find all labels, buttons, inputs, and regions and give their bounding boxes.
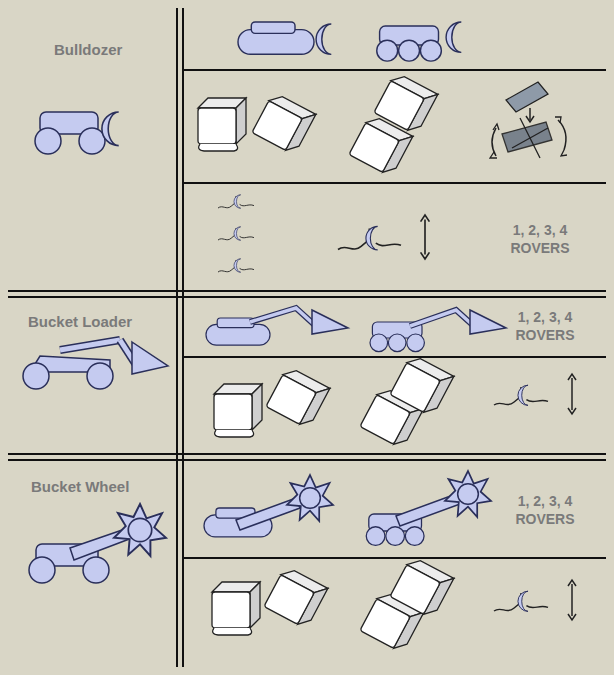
rover-count: 1, 2, 3, 4 ROVERS	[505, 493, 585, 528]
row-title: Bucket Loader	[28, 313, 132, 332]
row-title: Bulldozer	[54, 41, 122, 60]
bucket-wheel-icon	[29, 504, 166, 583]
bucket-loader-icon	[23, 340, 168, 389]
bulldozer-icon	[35, 112, 119, 154]
rover-count: 1, 2, 3, 4 ROVERS	[505, 309, 585, 344]
row-title: Bucket Wheel	[31, 478, 129, 497]
rover-count: 1, 2, 3, 4 ROVERS	[500, 222, 580, 257]
